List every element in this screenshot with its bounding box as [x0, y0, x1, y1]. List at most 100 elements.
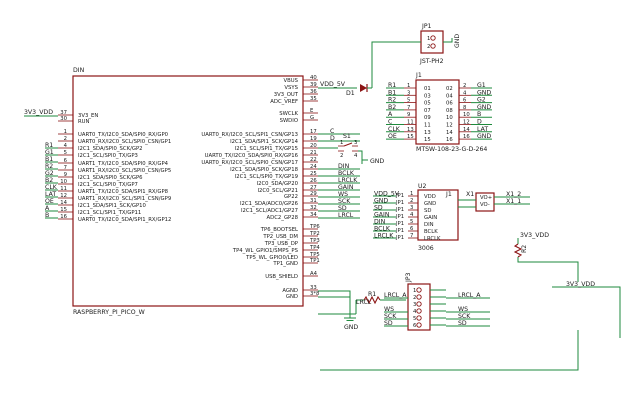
jp3-pin-num: 6	[413, 323, 417, 329]
u2-pin-id: JP1	[395, 200, 404, 206]
j1-right-pin: 08	[446, 108, 453, 114]
jp3-pin-circle	[416, 322, 422, 328]
d1-diode[interactable]: D1	[346, 84, 368, 97]
u2-pin-num: 7	[410, 233, 413, 239]
jp3-pin-circle	[416, 315, 422, 321]
j1-right-pin: 10	[446, 115, 453, 121]
din-right-pin-num: 36	[310, 89, 317, 95]
u2-vo-minus: VO-	[480, 202, 490, 208]
j1-left-pin-num: 13	[407, 127, 414, 133]
j1-left-net: OE	[388, 133, 397, 140]
u2-pin-label: DIN	[424, 222, 434, 228]
jp3-left-net: WS	[384, 306, 394, 313]
r1-resistor[interactable]: R1	[356, 291, 406, 305]
jp3-pin-circle	[416, 301, 422, 307]
u2-pin-id: JP1	[395, 228, 404, 234]
jp3-pin-circle	[416, 287, 422, 293]
din-left-pin-num: 37	[60, 110, 67, 116]
din-right-pin-label: ADC2_GP28	[267, 215, 299, 221]
din-left-pin-label: I2C1_SCL/SPI0_TX/GP3	[78, 153, 138, 159]
wire-jp1-gnd	[443, 38, 453, 43]
din-right-net-label: BCLK	[338, 170, 355, 177]
j1-left-pin-num: 15	[407, 134, 414, 140]
u2-pin-label: GAIN	[424, 215, 437, 221]
j1-right-pin-num: 6	[463, 98, 467, 104]
din-right-pin-label: TP2_USB_DM	[262, 234, 298, 240]
j1-left-pin: 15	[424, 137, 431, 143]
din-left-pin-label: RUN	[78, 119, 90, 125]
s1-refdes: S1	[343, 133, 351, 140]
jp1-gnd-label: GND	[454, 34, 461, 48]
x1-output[interactable]: X1 X1_2 X1_1	[466, 191, 530, 205]
j1-left-net: R2	[388, 97, 396, 104]
u2-pin-num: 6	[410, 226, 414, 232]
din-right-pin-label: I2C1_SCL/SPI1_TX/GP15	[235, 146, 298, 152]
din-left-pin-num: 15	[60, 207, 67, 213]
jp3-left-net: LRCL_A	[384, 292, 407, 299]
din-left-pin-label: UART1_RX/I2C0_SCL/SPI1_CSN/GP9	[78, 196, 171, 202]
u2-pin-label: SD	[424, 208, 431, 214]
din-left-net-label: LAT	[45, 191, 56, 198]
din-right-pin-label: I2C1_SCL/SPI0_TX/GP19	[235, 174, 298, 180]
jp3-left-net: LRCL	[356, 299, 372, 306]
vdd-right-label: 3V3_VDD	[566, 281, 595, 288]
u2-refdes: U2	[418, 183, 427, 190]
u2-net-label: BCLK	[374, 226, 391, 233]
jp3-right-net: SCK	[458, 313, 471, 320]
din-right-pin-num: 22	[310, 157, 317, 163]
u2-net-label: VDD_5V	[374, 191, 400, 198]
din-right-net-label: VDD_5V	[320, 81, 346, 88]
j1-right-net: LAT	[477, 126, 488, 133]
jp1-pin-circle	[430, 35, 436, 41]
din-right-pin-num: A4	[310, 271, 318, 277]
din-right-pins: 40VBUS39VSYS363V3_OUT35ADC_VREFESWCLKGSW…	[201, 75, 320, 300]
din-left-pin-label: I2C1_SDA/SPI1_SCK/GP10	[78, 203, 147, 209]
din-right-pin-num: 21	[310, 150, 317, 156]
din-left-pin-label: 3V3_EN	[78, 113, 98, 119]
din-right-net-label: SD	[338, 205, 347, 212]
j1-right-net: D	[477, 119, 482, 126]
j1-right-pin: 02	[446, 86, 453, 92]
din-right-net-label: GAIN	[338, 184, 354, 191]
din-left-pin-num: 30	[60, 116, 67, 122]
s1-pin-1: 1	[340, 140, 343, 146]
din-left-pin-label: I2C1_SCL/SPI1_TX/GP11	[78, 210, 141, 216]
j1-left-pin: 11	[424, 123, 431, 129]
din-right-pin-num: TP2	[309, 231, 320, 237]
din-right-pin-num: 27	[310, 185, 317, 191]
din-value: RASPBERRY_PI_PICO_W	[73, 309, 145, 316]
din-right-pin-num: 25	[310, 171, 317, 177]
din-right-pin-num: 26	[310, 178, 317, 184]
din-left-pin-label: UART0_RX/I2C0_SCL/SPI0_CSN/GP1	[78, 139, 171, 145]
j1-body	[415, 79, 460, 145]
u2-net-label: DIN	[374, 219, 386, 226]
din-right-pin-label: ADC_VREF	[270, 99, 298, 105]
din-right-pin-label: TP1_GND	[272, 261, 298, 267]
u2-pin-label: BCLK	[424, 229, 438, 235]
din-right-net-label: C	[330, 128, 334, 135]
s1-pin-4: 4	[354, 153, 358, 159]
s1-switch[interactable]: S1 1 2 3 4	[338, 133, 358, 159]
j1-left-pin-num: 11	[407, 120, 414, 126]
u2-pin-id: JP1	[395, 235, 404, 241]
j1-left-net: CLK	[388, 126, 401, 133]
din-right-pin-label: GND	[286, 294, 298, 300]
din-right-net-label: SCK	[338, 198, 351, 205]
din-right-pin-label: I2C1_SCL/ADC1/GP27	[241, 208, 298, 214]
j1-right-net: G2	[477, 97, 486, 104]
gnd-label-main: GND	[344, 324, 358, 331]
din-left-pin-label: I2C1_SCL/SPI0_TX/GP7	[78, 182, 138, 188]
r2-resistor[interactable]: 3V3_VDD R2	[513, 232, 579, 282]
j1-right-pin-num: 12	[463, 120, 470, 126]
jp1-connector[interactable]: 1 2 JP1 JST-PH2 GND	[419, 23, 461, 65]
jp3-right-net: WS	[458, 306, 468, 313]
din-right-pin-num: TP3	[309, 238, 320, 244]
